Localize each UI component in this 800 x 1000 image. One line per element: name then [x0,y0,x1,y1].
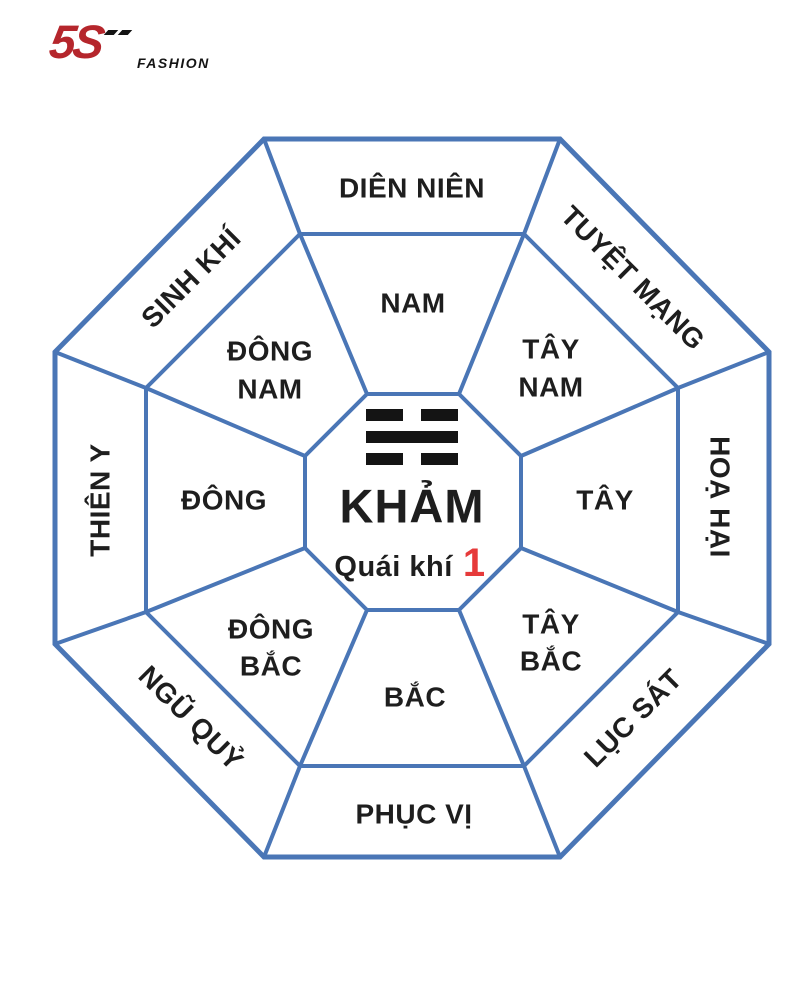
trigram-line-segment [366,453,403,465]
direction-label-dong-bac-line2: BẮC [240,651,302,682]
direction-label-tay-nam-line1: TÂY [522,334,580,365]
radial-divider [53,350,148,390]
radial-divider [144,386,307,458]
trigram-line-segment [366,409,403,421]
radial-divider [676,610,771,646]
radial-divider [457,608,526,768]
direction-label-tay-bac-line1: TÂY [522,609,580,640]
radial-divider [457,232,526,396]
outer-label-ngu-quy: NGŨ QUỶ [133,659,251,777]
direction-label-bac: BẮC [384,682,446,713]
qi-line: Quái khí 1 [334,541,485,585]
outer-label-dien-nien: DIÊN NIÊN [339,173,485,204]
trigram-line-solid [366,431,458,443]
radial-divider [262,764,302,859]
middle-radial-dividers [144,232,680,768]
trigram-name: KHẢM [340,480,485,533]
radial-divider [262,137,302,236]
radial-divider [522,764,562,859]
direction-label-tay-nam-line2: NAM [518,372,583,403]
direction-label-dong: ĐÔNG [181,484,267,516]
outer-radial-dividers [53,137,771,859]
brand-tagline: FASHION [137,55,210,71]
direction-label-nam: NAM [380,288,445,319]
kan-trigram-icon [366,409,458,465]
radial-divider [676,350,771,390]
radial-divider [298,232,369,396]
qi-label: Quái khí [334,551,453,583]
brand-logo: 5S FASHION [46,15,230,80]
outer-label-luc-sat: LỤC SÁT [578,663,688,773]
trigram-line-segment [421,453,458,465]
outer-label-thien-y: THIÊN Y [85,443,116,556]
radial-divider [53,610,148,646]
radial-divider [298,608,369,768]
direction-label-tay: TÂY [576,485,634,516]
direction-label-dong-nam-line1: ĐÔNG [227,335,313,367]
radial-divider [519,386,680,458]
radial-divider [519,546,680,614]
outer-label-phuc-vi: PHỤC VỊ [355,799,472,830]
radial-divider [144,546,307,614]
outer-label-sinh-khi: SINH KHÍ [135,222,247,334]
trigram-line-segment [421,409,458,421]
outer-label-hoa-hai: HOẠ HẠI [705,436,736,558]
direction-label-dong-bac-line1: ĐÔNG [228,613,314,645]
direction-label-tay-bac-line2: BẮC [520,646,582,677]
radial-divider [522,137,562,236]
direction-label-dong-nam-line2: NAM [237,374,302,405]
qi-value: 1 [463,541,486,585]
